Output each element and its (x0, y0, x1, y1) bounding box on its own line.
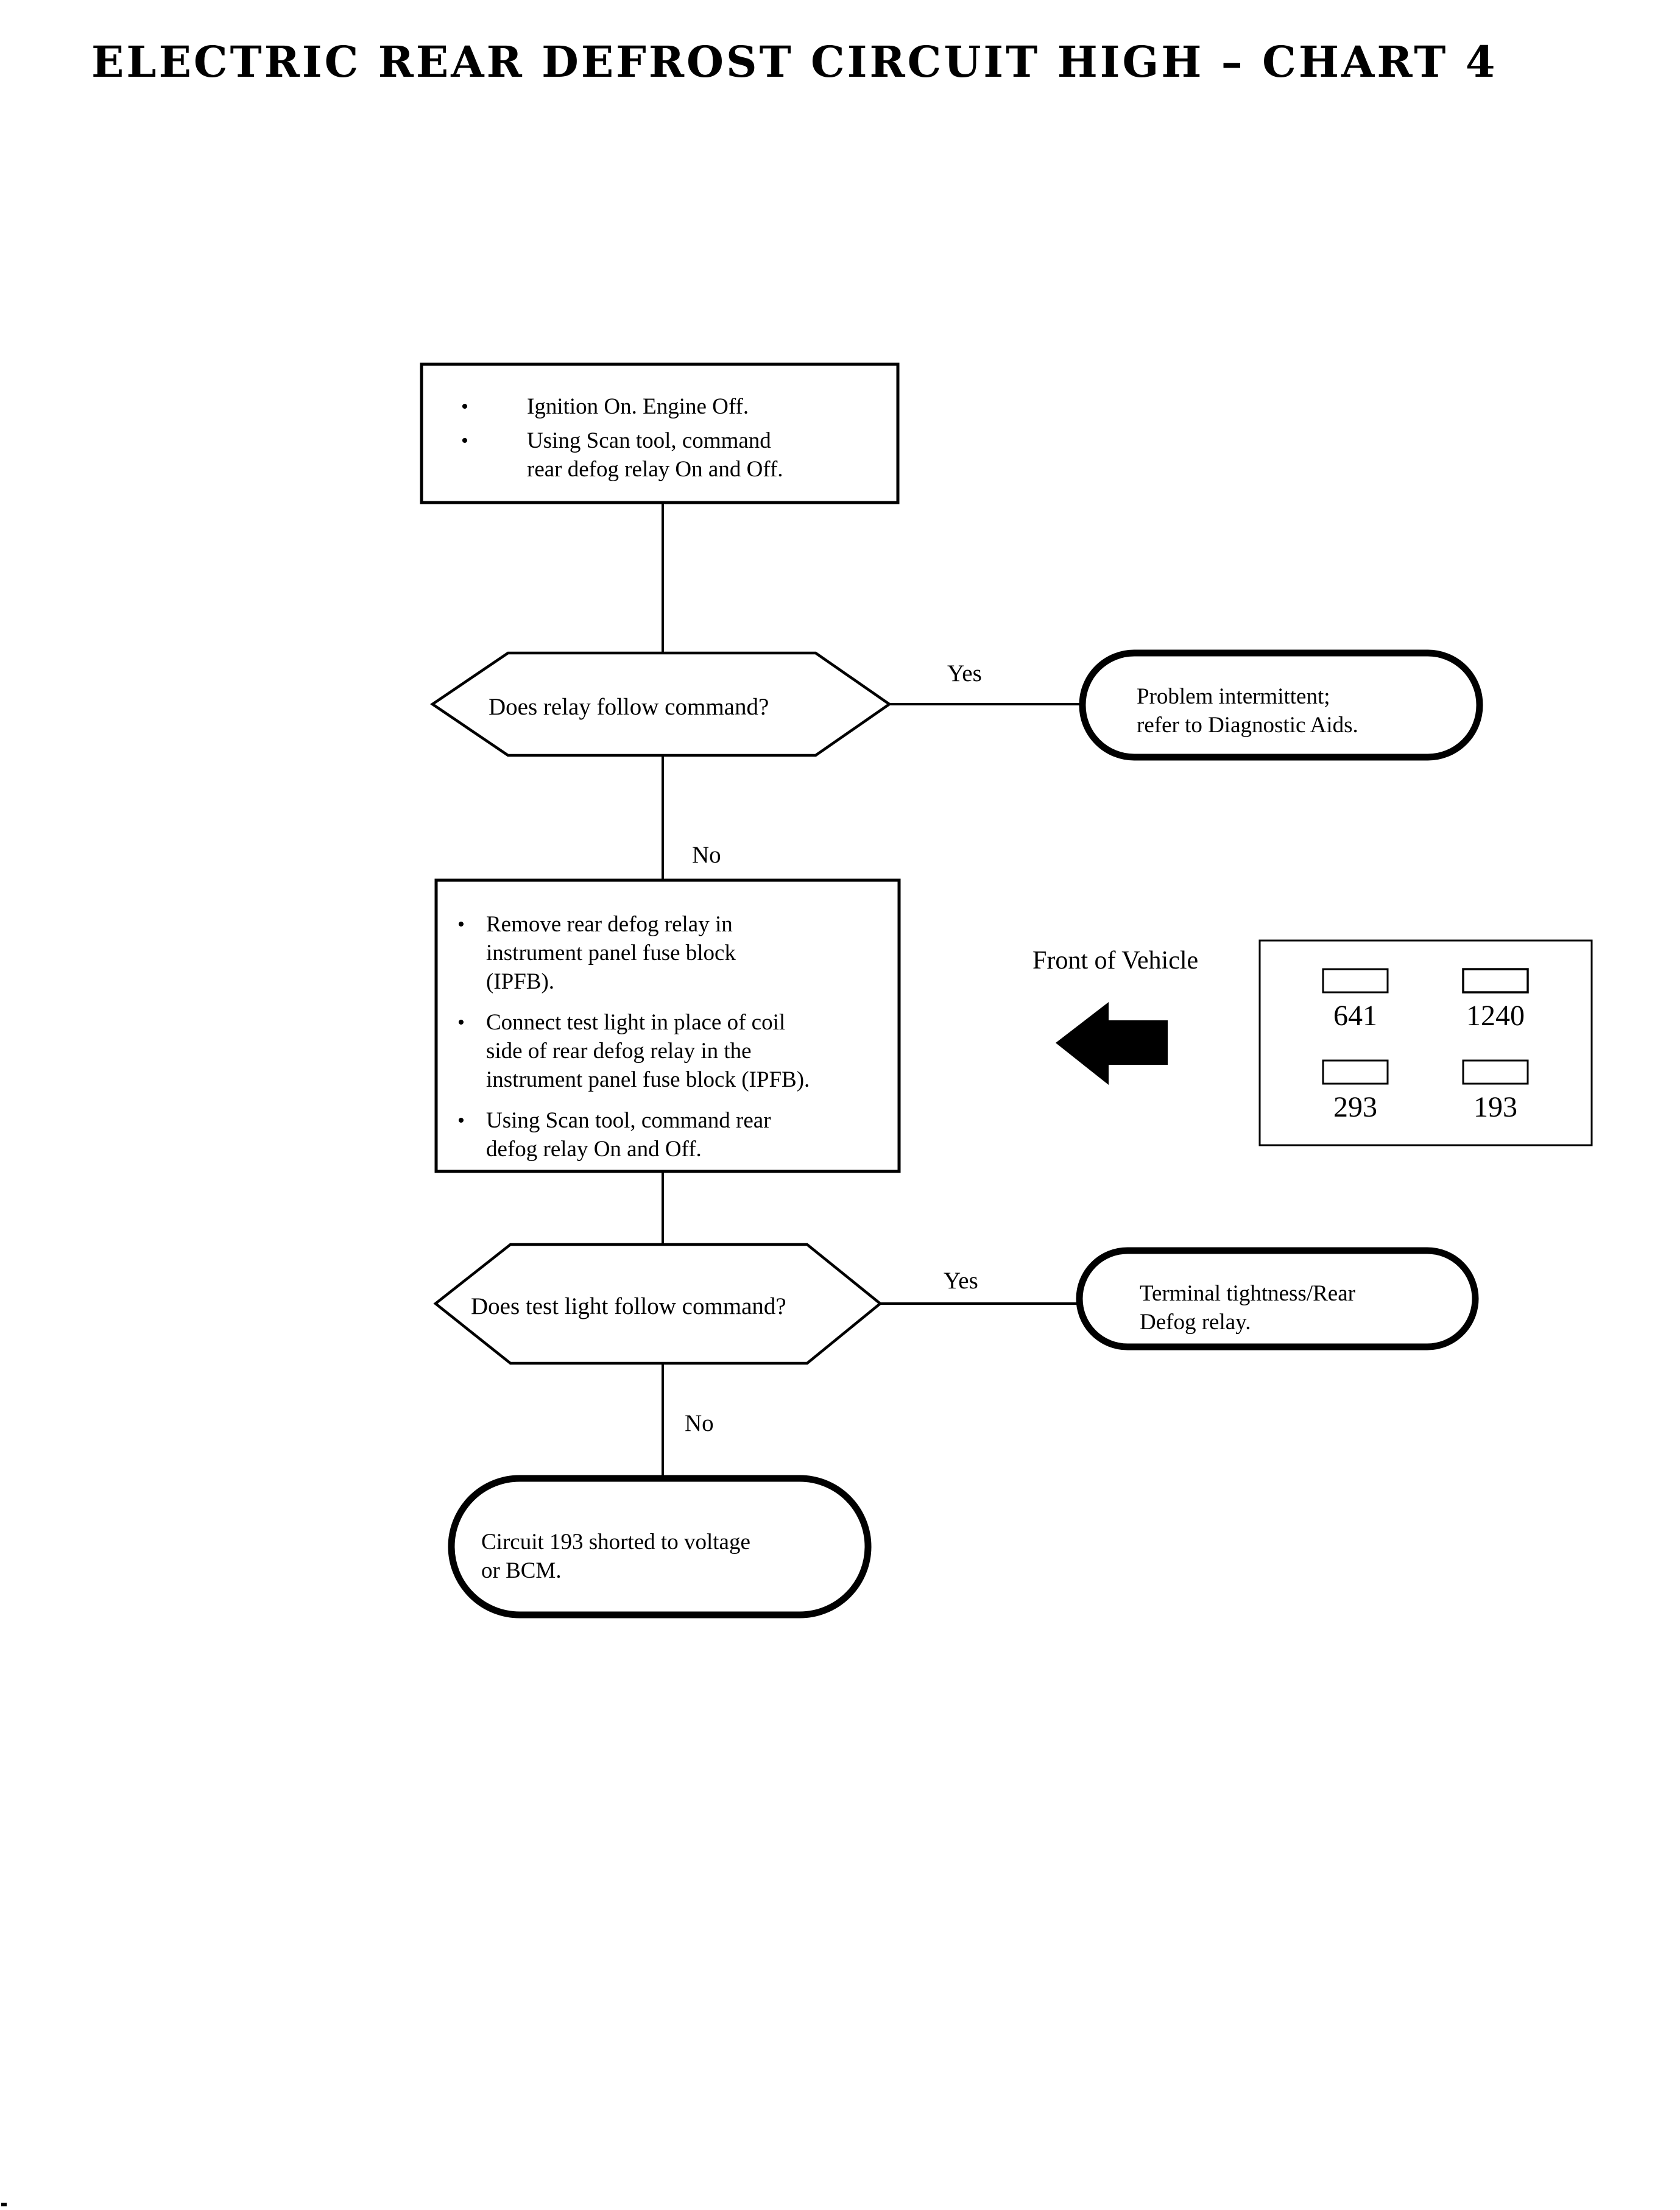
relay-terminal-293-label: 293 (1333, 1091, 1377, 1123)
relay-terminal-1240-label: 1240 (1466, 1000, 1525, 1032)
bullet-icon: • (457, 913, 465, 936)
step2-bullet-item: • Remove rear defog relay in instrument … (439, 910, 895, 996)
decision2-yes-label: Yes (944, 1268, 978, 1294)
step2-bullet-item: • Connect test light in place of coil si… (439, 1008, 895, 1094)
relay-terminal-193-label: 193 (1474, 1091, 1517, 1123)
decision1-no-label: No (692, 842, 721, 868)
step1-bullet-item: • Using Scan tool, command rear defog re… (425, 426, 895, 484)
decision1-yes-label: Yes (947, 660, 982, 687)
outcome2-yes-text: Terminal tightness/Rear Defog relay. (1140, 1281, 1355, 1335)
step2-content: • Remove rear defog relay in instrument … (439, 910, 895, 1176)
step2-bullet-text: Using Scan tool, command rear defog rela… (486, 1108, 771, 1162)
front-of-vehicle-arrow-icon (1056, 1002, 1168, 1085)
relay-terminal-293-slot (1322, 1059, 1389, 1085)
outcome2-no-terminator-outline (448, 1475, 872, 1619)
outcome1-text: Problem intermittent; refer to Diagnosti… (1137, 684, 1358, 738)
page-corner-artifact (1, 2203, 7, 2206)
relay-inset-box-outline (1258, 939, 1593, 1146)
relay-terminal-641-label: 641 (1333, 1000, 1377, 1032)
step1-bullet-text: Ignition On. Engine Off. (527, 394, 749, 419)
bullet-icon: • (461, 395, 468, 418)
outcome2-yes-terminator-outline (1076, 1247, 1479, 1350)
bullet-icon: • (461, 429, 468, 452)
relay-terminal-1240-slot (1462, 968, 1529, 994)
page-title: ELECTRIC REAR DEFROST CIRCUIT HIGH – CHA… (91, 37, 1498, 87)
step2-box-outline (434, 878, 901, 1173)
step2-bullet-item: • Using Scan tool, command rear defog re… (439, 1106, 895, 1163)
decision1-question: Does relay follow command? (489, 694, 769, 720)
relay-terminal-193-slot (1462, 1059, 1529, 1085)
decision2-no-label: No (685, 1410, 714, 1436)
step2-bullet-text: Remove rear defog relay in instrument pa… (486, 912, 736, 994)
step1-bullet-item: • Ignition On. Engine Off. (425, 392, 895, 421)
bullet-icon: • (457, 1109, 465, 1132)
decision2-question: Does test light follow command? (471, 1293, 786, 1319)
front-of-vehicle-caption: Front of Vehicle (1032, 947, 1199, 975)
outcome2-no-text: Circuit 193 shorted to voltage or BCM. (481, 1530, 750, 1583)
step1-box-outline (420, 362, 900, 504)
step1-bullet-text: Using Scan tool, command rear defog rela… (527, 428, 783, 482)
bullet-icon: • (457, 1011, 465, 1034)
step1-content: • Ignition On. Engine Off. • Using Scan … (425, 392, 895, 489)
relay-terminal-641-slot (1322, 968, 1389, 994)
outcome1-terminator-outline (1079, 649, 1483, 761)
step2-bullet-text: Connect test light in place of coil side… (486, 1010, 810, 1092)
